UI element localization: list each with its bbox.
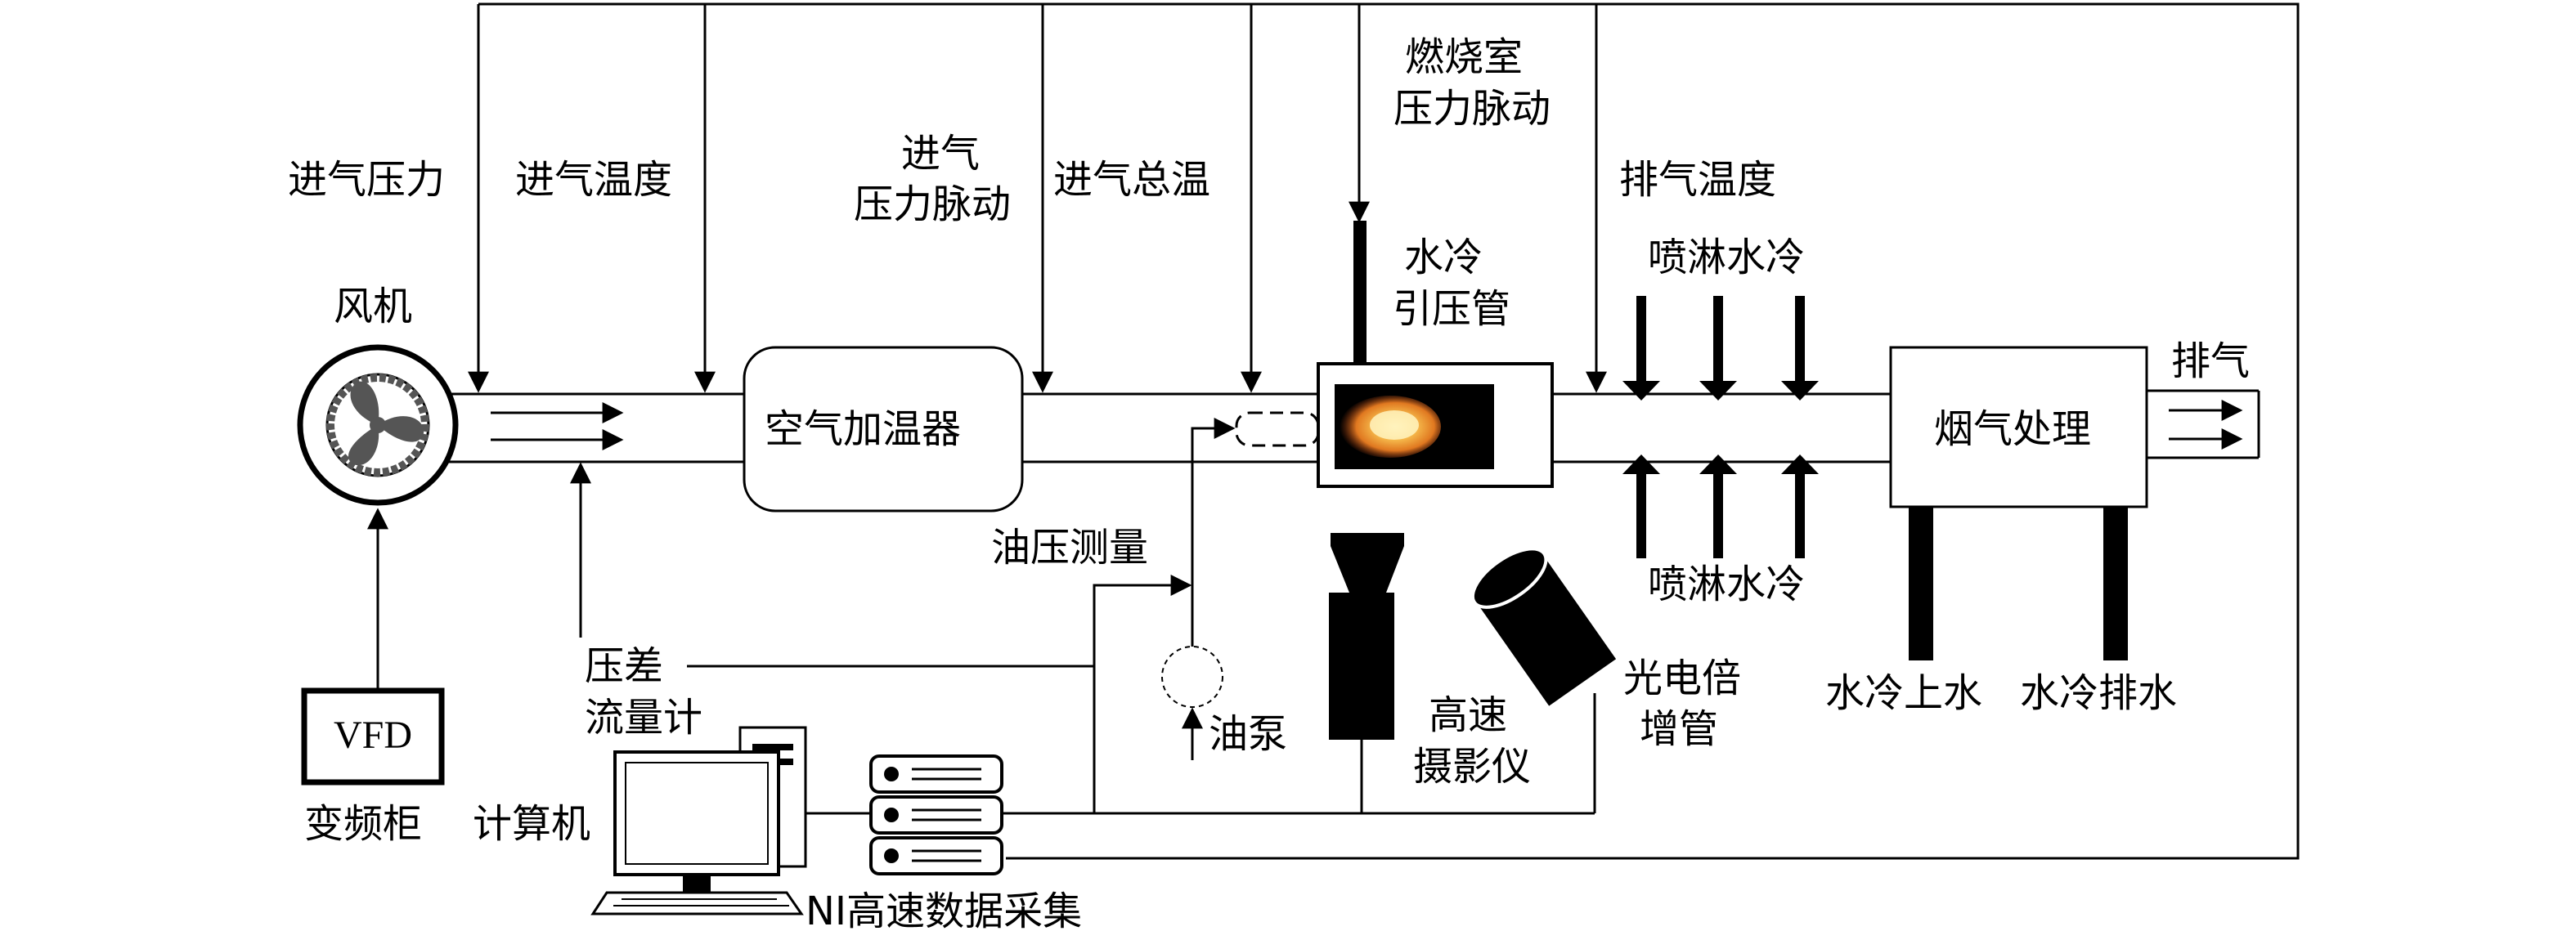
exhaust-flow-arrows (2169, 400, 2243, 450)
spray-nozzle-bottom-3 (1781, 454, 1819, 558)
high-speed-camera-icon (1329, 533, 1404, 740)
chamber-pressure-pulse-label-line1: 燃烧室 (1404, 34, 1523, 80)
spray-nozzle-bottom-1 (1622, 454, 1660, 558)
desktop-computer-icon (590, 726, 807, 915)
exhaust-temperature-label: 排气温度 (1619, 157, 1777, 203)
air-heater-label: 空气加温器 (765, 406, 962, 452)
water-cooled-tube (1353, 221, 1367, 364)
diff-flowmeter-label-line1: 压差 (585, 643, 664, 689)
flue-gas-treatment-label: 烟气处理 (1934, 406, 2092, 452)
air-heater-box (743, 346, 1024, 513)
inlet-pressure-pulse-label-line2: 压力脉动 (853, 181, 1011, 227)
spray-cooling-top-label: 喷淋水冷 (1648, 235, 1806, 280)
inlet-pressure-pulse-label-line1: 进气 (900, 131, 980, 177)
high-speed-camera-label-line1: 高速 (1428, 692, 1507, 738)
fuel-line (1191, 418, 1236, 647)
water-cooled-tube-label-line2: 引压管 (1392, 286, 1510, 332)
ni-daq-label: NI高速数据采集 (806, 889, 1083, 934)
inlet-pressure-label: 进气压力 (288, 157, 446, 203)
fan-icon (297, 344, 459, 506)
cooling-water-out-pipe (2103, 507, 2128, 660)
pmt-label-line1: 光电倍 (1623, 656, 1742, 701)
signal-bus (478, 2, 2300, 860)
oil-pump-label: 油泵 (1209, 711, 1288, 757)
vfd-cabinet-label: 变频柜 (304, 801, 423, 847)
inlet-total-temperature-label: 进气总温 (1053, 157, 1211, 203)
fuel-nozzle (1235, 411, 1320, 447)
inlet-flow-arrows (491, 402, 624, 450)
chamber-pressure-pulse-label-line2: 压力脉动 (1393, 86, 1551, 132)
oil-pressure-line (1093, 575, 1192, 666)
spray-nozzle-bottom-2 (1699, 454, 1737, 558)
spray-nozzle-top-2 (1699, 296, 1737, 401)
cooling-water-out-label: 水冷排水 (2020, 670, 2178, 716)
oil-pressure-label: 油压测量 (991, 525, 1149, 571)
oil-pump-icon (1161, 646, 1223, 708)
server-rack-icon (869, 754, 1003, 875)
spray-cooling-bottom-label: 喷淋水冷 (1648, 562, 1806, 607)
photomultiplier-icon (1470, 547, 1617, 706)
flame-icon (1335, 384, 1494, 469)
vfd-box-label: VFD (333, 714, 413, 757)
inlet-temperature-label: 进气温度 (515, 157, 673, 203)
cooling-water-in-pipe (1909, 507, 1933, 660)
sensor-lines (468, 4, 1607, 393)
high-speed-camera-label-line2: 摄影仪 (1412, 744, 1531, 790)
vfd-box (301, 687, 445, 786)
cooling-water-in-label: 水冷上水 (1825, 670, 1983, 716)
spray-nozzle-top-1 (1622, 296, 1660, 401)
water-cooled-tube-label-line1: 水冷 (1403, 235, 1483, 280)
fan-label: 风机 (334, 284, 413, 329)
exhaust-label: 排气 (2171, 338, 2251, 384)
diff-flowmeter-label-line2: 流量计 (585, 695, 703, 741)
pmt-label-line2: 增管 (1640, 706, 1719, 752)
flue-gas-treatment-box (1889, 346, 2148, 508)
computer-label: 计算机 (473, 801, 591, 847)
spray-nozzle-top-3 (1781, 296, 1819, 401)
spray-coolers (1622, 296, 1819, 558)
